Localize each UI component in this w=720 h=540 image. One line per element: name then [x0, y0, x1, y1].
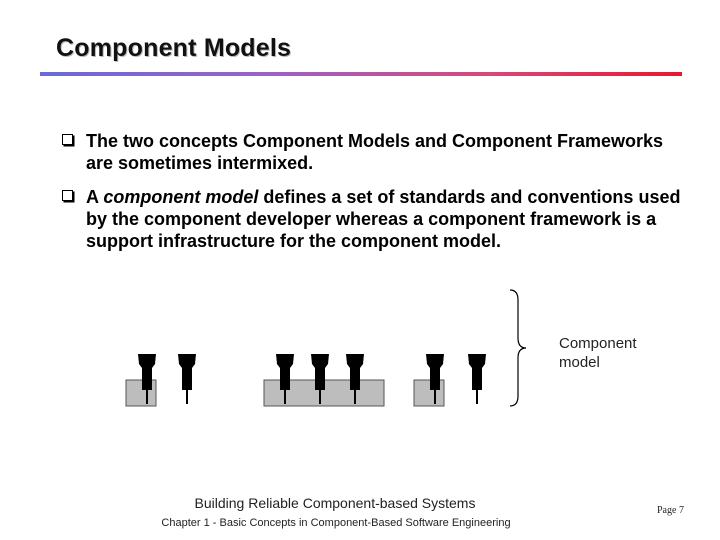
footer-book-title: Building Reliable Component-based System…: [194, 495, 476, 511]
checkbox-bullet-icon: [62, 134, 73, 145]
bullet-list: The two concepts Component Models and Co…: [62, 130, 682, 264]
component-shape: [178, 354, 196, 404]
bullet-item: The two concepts Component Models and Co…: [62, 130, 682, 174]
slide-title: Component Models: [56, 34, 292, 62]
component-shape: [468, 354, 486, 404]
bullet-text: The two concepts Component Models and Co…: [86, 131, 664, 173]
footer-chapter: Chapter 1 - Basic Concepts in Component-…: [161, 517, 511, 529]
curly-brace-icon: [509, 289, 527, 407]
bullet-text-suffix: defines a set of standards and conventio…: [86, 187, 681, 251]
brace-label: Component model: [559, 335, 637, 371]
title-underline: [40, 72, 682, 76]
checkbox-bullet-icon: [62, 190, 73, 201]
page-number: Page 7: [657, 505, 684, 516]
bullet-text-prefix: A: [86, 187, 104, 207]
bullet-emphasis: component model: [103, 187, 259, 207]
bullet-item: A component model defines a set of stand…: [62, 186, 682, 252]
